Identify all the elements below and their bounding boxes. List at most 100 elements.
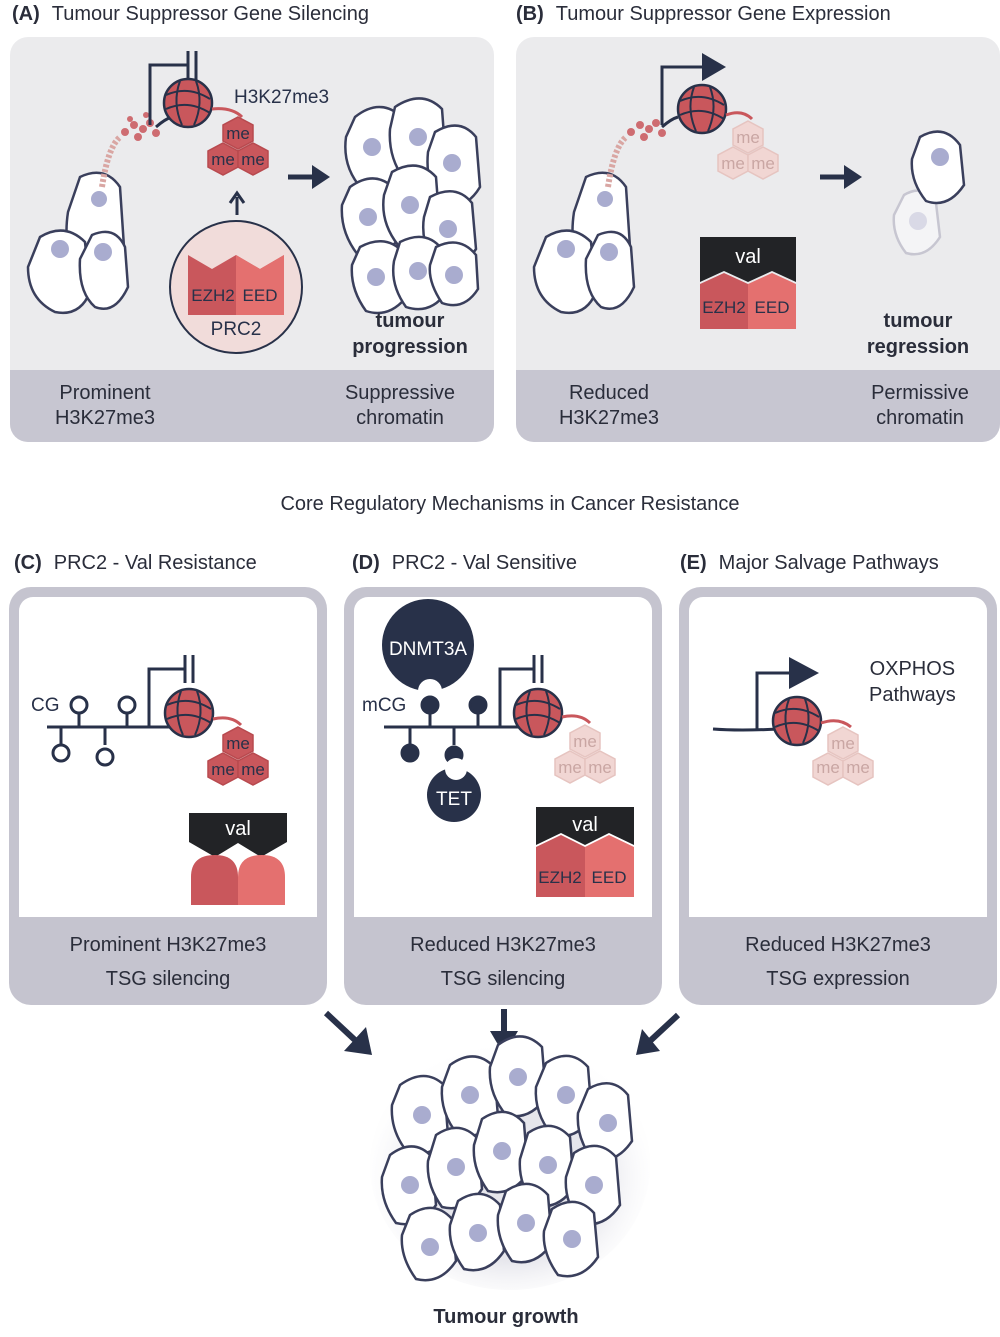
panel-a-footer-left: Prominent H3K27me3 (30, 381, 180, 431)
nucleosome-icon (771, 695, 852, 747)
chromatin-fiber-icon (121, 112, 160, 141)
val-resistant-prc2 (189, 813, 287, 905)
arrow-right-icon (820, 165, 862, 189)
panel-b-illustration: me me me val EZH2 EED (532, 53, 966, 329)
outcome-line: tumour (883, 310, 953, 332)
panel-b-footer-left: Reduced H3K27me3 (534, 381, 684, 431)
outcome-line: regression (866, 336, 970, 358)
me-label: me (751, 154, 775, 173)
nucleosome-icon (163, 687, 243, 739)
panel-d-illustration: DNMT3A mCG TET me me me val EZH2 EED (362, 599, 634, 897)
panel-b-heading: (B)Tumour Suppressor Gene Expression (516, 3, 891, 26)
panel-d-line-2: TSG silencing (440, 968, 566, 990)
panel-a-title: Tumour Suppressor Gene Silencing (51, 3, 369, 25)
methylated-cpg-icon (400, 695, 488, 765)
me-label: me (846, 758, 870, 777)
panel-e-line-2: TSG expression (766, 968, 910, 990)
active-promoter-arrow-icon (660, 53, 726, 125)
tet-enzyme (427, 758, 481, 822)
panel-d-letter: (D) (352, 552, 380, 574)
unmethylated-cpg-icon (51, 695, 137, 767)
ezh2-label: EZH2 (191, 286, 234, 305)
pathway-line: OXPHOS (869, 658, 956, 680)
panel-b-letter: (B) (516, 3, 544, 25)
panel-a-illustration: me me me H3K27me3 EZH2 EED PRC2 (26, 51, 482, 354)
footer-line: H3K27me3 (558, 407, 660, 429)
outcome-line: tumour (375, 310, 445, 332)
eed-label: EED (592, 868, 627, 887)
eed-label: EED (755, 298, 790, 317)
cell-cluster-small (26, 171, 130, 315)
dnmt3a-enzyme (382, 599, 474, 703)
tet-label: TET (436, 789, 472, 810)
pathway-line: Pathways (869, 684, 956, 706)
arrow-down-right-icon (323, 1010, 372, 1055)
me-label: me (211, 760, 235, 779)
panel-c-illustration: CG me me me val (31, 655, 287, 905)
val-label: val (572, 814, 598, 836)
nucleosome-icon (676, 83, 754, 135)
section-title: Core Regulatory Mechanisms in Cancer Res… (280, 493, 740, 515)
panel-b-footer (516, 370, 1000, 442)
nucleosome-icon (512, 687, 592, 739)
me-label: me (816, 758, 840, 777)
panel-a-letter: (A) (12, 3, 40, 25)
panel-c-title: PRC2 - Val Resistance (53, 552, 257, 574)
me-label: me (588, 758, 612, 777)
footer-line: H3K27me3 (54, 407, 156, 429)
mcg-label: mCG (362, 695, 406, 716)
val-inhibited-prc2 (536, 807, 634, 897)
panel-b-footer-right: Permissive chromatin (840, 381, 1000, 431)
eed-label: EED (243, 286, 278, 305)
footer-line: Suppressive (344, 382, 456, 404)
panel-e-line-1: Reduced H3K27me3 (745, 934, 931, 956)
oxphos-label: OXPHOS Pathways (869, 656, 956, 708)
me-label: me (211, 150, 235, 169)
tumour-growth-label: Tumour growth (433, 1306, 579, 1328)
val-inhibited-prc2 (700, 237, 796, 329)
panel-a-footer-right: Suppressive chromatin (320, 381, 480, 431)
dnmt3a-label: DNMT3A (389, 639, 467, 660)
tumour-growth-cluster (370, 1035, 650, 1290)
arrow-down-left-icon (636, 1012, 681, 1055)
me-label: me (831, 734, 855, 753)
panel-e-letter: (E) (680, 552, 707, 574)
panel-e-heading: (E) Major Salvage Pathways (680, 552, 939, 575)
panel-c-letter: (C) (14, 552, 42, 574)
panel-d-line-1: Reduced H3K27me3 (410, 934, 596, 956)
h3k27me3-marks (207, 116, 269, 176)
panel-e-title: Major Salvage Pathways (718, 552, 939, 574)
regressing-cells (892, 130, 966, 256)
arrow-up-icon (228, 190, 246, 215)
panel-e: Reduced H3K27me3 TSG expression (679, 587, 997, 1005)
panel-d-heading: (D) PRC2 - Val Sensitive (352, 552, 577, 575)
me-label: me (558, 758, 582, 777)
footer-line: Reduced (568, 382, 650, 404)
panel-c-line-1: Prominent H3K27me3 (69, 934, 267, 956)
me-label: me (573, 732, 597, 751)
prc2-label: PRC2 (211, 319, 262, 340)
panel-a-heading: (A) Tumour Suppressor Gene Silencing (12, 3, 369, 26)
footer-line: Prominent (59, 382, 151, 404)
active-promoter-arrow-icon (755, 657, 819, 729)
cg-label: CG (31, 695, 60, 716)
me-label: me (226, 734, 250, 753)
me-label: me (226, 124, 250, 143)
panel-c-heading: (C) PRC2 - Val Resistance (14, 552, 257, 575)
val-label: val (735, 246, 761, 268)
footer-line: chromatin (356, 407, 444, 429)
nucleosome-icon (162, 77, 244, 129)
panel-b-outcome: tumour regression (848, 308, 988, 360)
h3k27me3-label: H3K27me3 (234, 87, 329, 108)
panel-c-line-2: TSG silencing (105, 968, 231, 990)
panel-e-illustration: me me me (712, 657, 874, 786)
panel-a-footer (10, 370, 494, 442)
panel-d-title: PRC2 - Val Sensitive (391, 552, 578, 574)
val-label: val (225, 818, 251, 840)
footer-line: Permissive (871, 382, 969, 404)
me-label: me (721, 154, 745, 173)
me-label: me (241, 150, 265, 169)
arrow-right-icon (288, 165, 330, 189)
outcome-line: progression (352, 336, 468, 358)
me-label: me (736, 128, 760, 147)
